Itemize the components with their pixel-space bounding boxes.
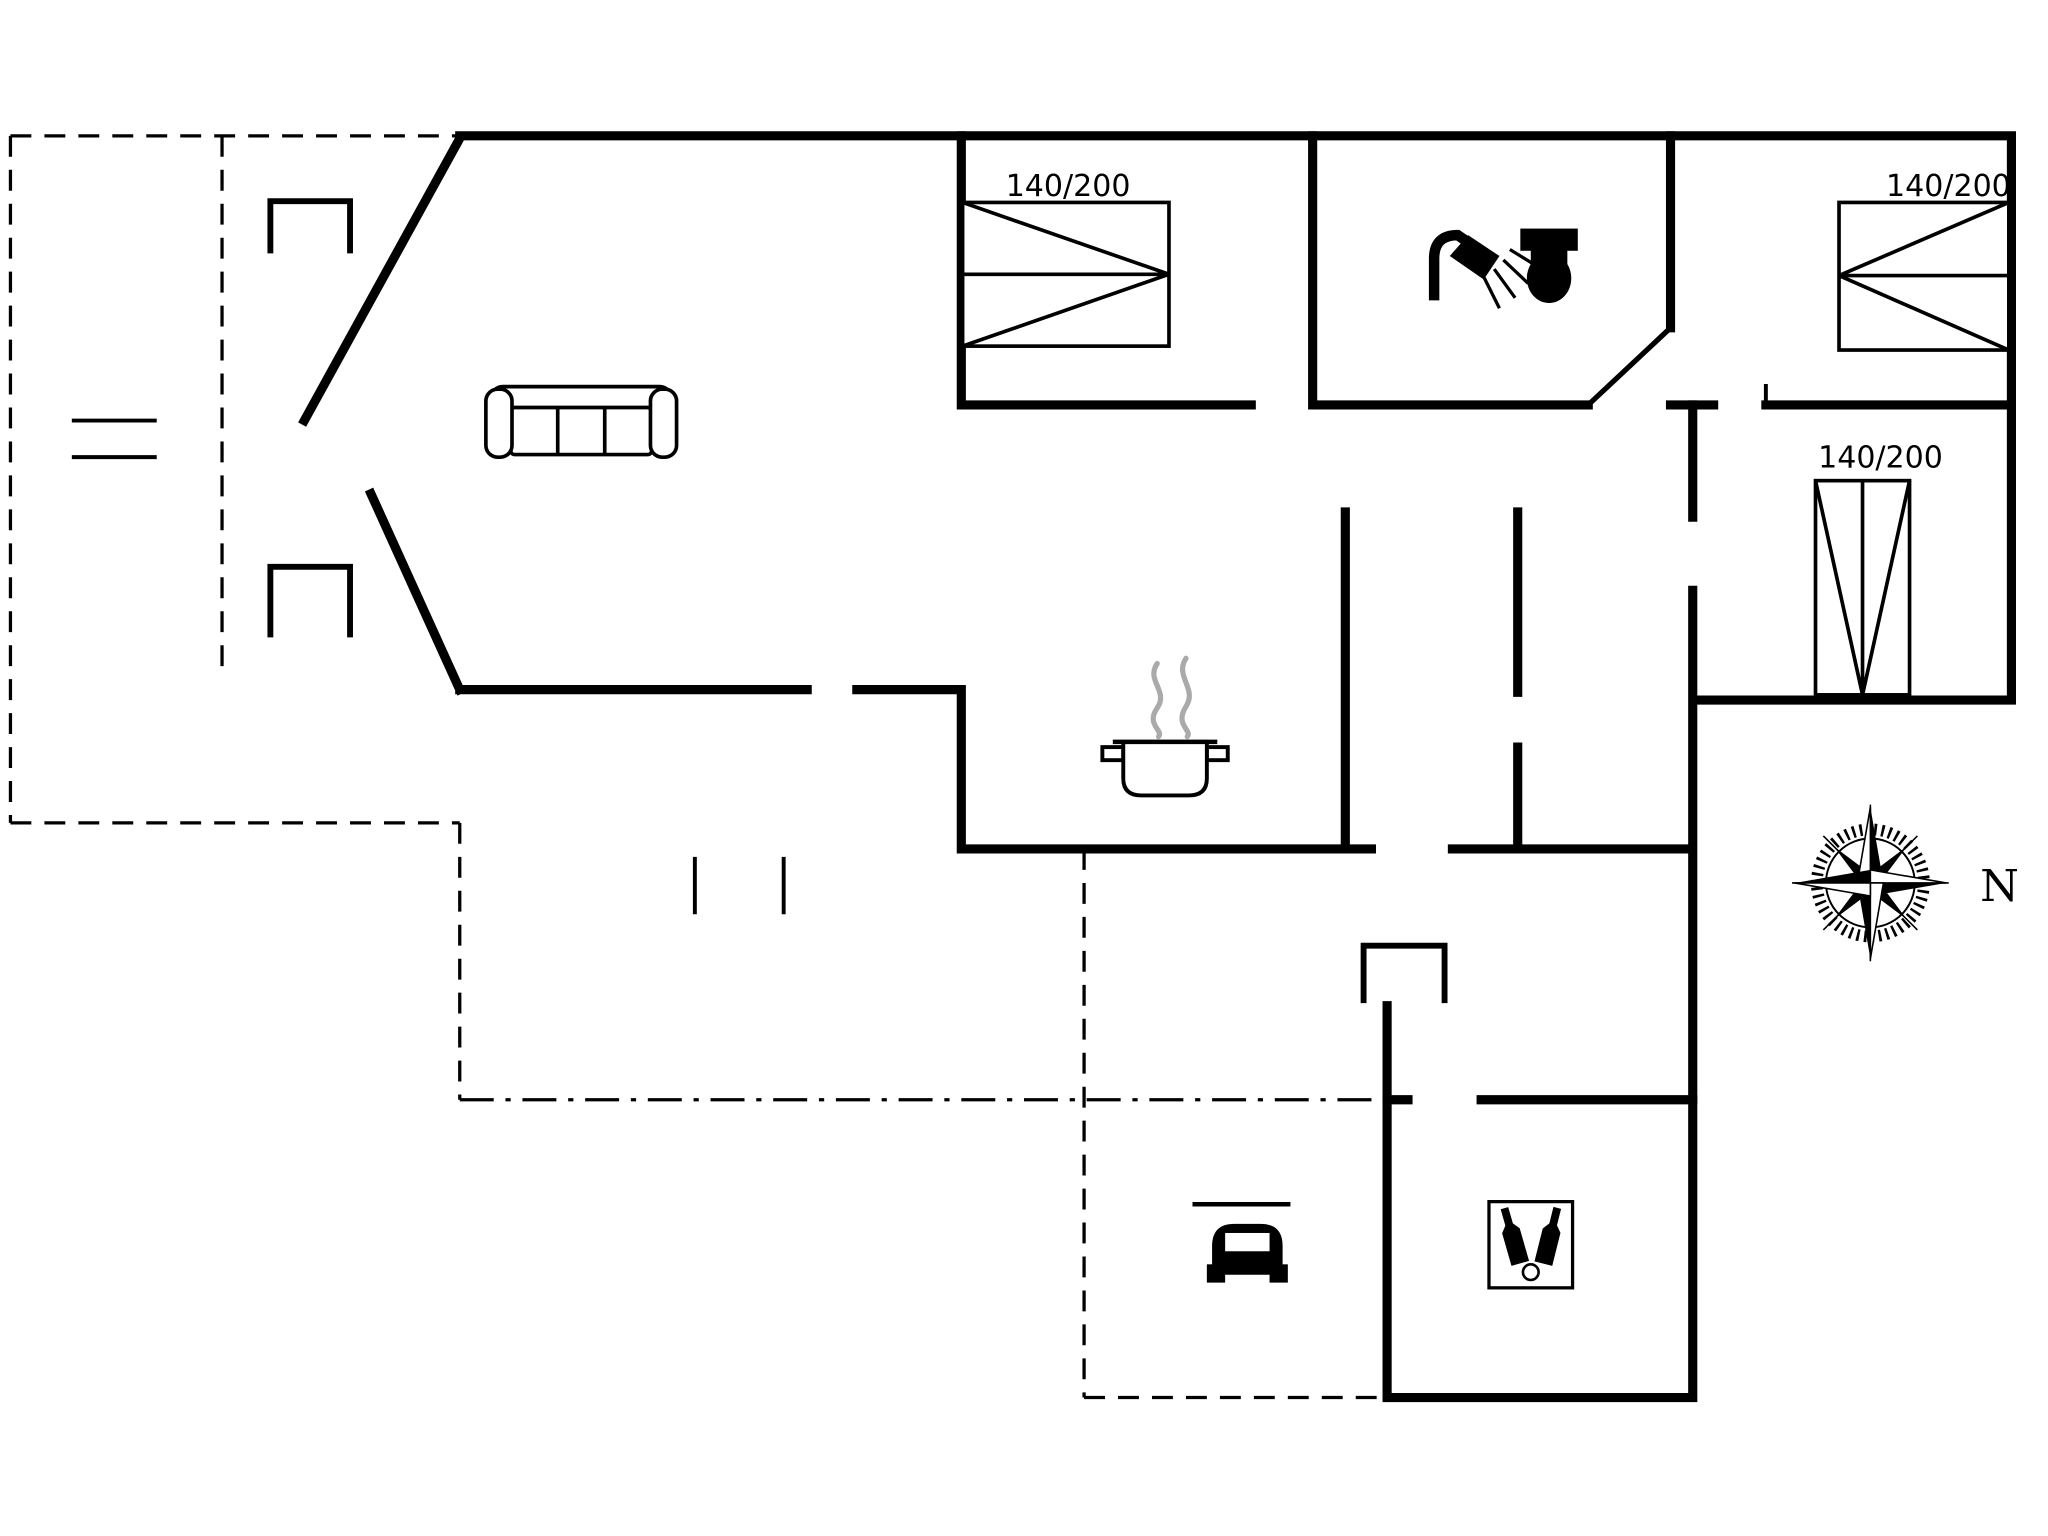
window-tick-icon <box>71 418 786 915</box>
bed-top-right-label: 140/200 <box>1886 169 2011 204</box>
car-icon <box>1192 1201 1291 1283</box>
double-bed-icon <box>960 200 1171 348</box>
sofa-icon <box>484 384 679 459</box>
bed-top-left-label: 140/200 <box>1006 169 1131 204</box>
steam-icon <box>1150 655 1192 740</box>
shower-icon <box>1428 229 1539 309</box>
compass-rose-icon: N <box>1791 804 2019 962</box>
door-swing-icon <box>267 198 1448 1004</box>
compass-north-label: N <box>1980 861 2019 912</box>
bed-right-label: 140/200 <box>1818 441 1943 476</box>
bottles-icon <box>1487 1199 1575 1290</box>
exterior-walls <box>298 131 2016 1403</box>
cooking-pot-icon <box>1100 655 1230 798</box>
terrace-dashed-outline <box>8 134 1388 1400</box>
door-leaf <box>1586 325 1673 407</box>
double-bed-icon <box>1837 200 2011 352</box>
double-bed-icon <box>1813 478 1912 697</box>
toilet-icon <box>1520 228 1578 304</box>
